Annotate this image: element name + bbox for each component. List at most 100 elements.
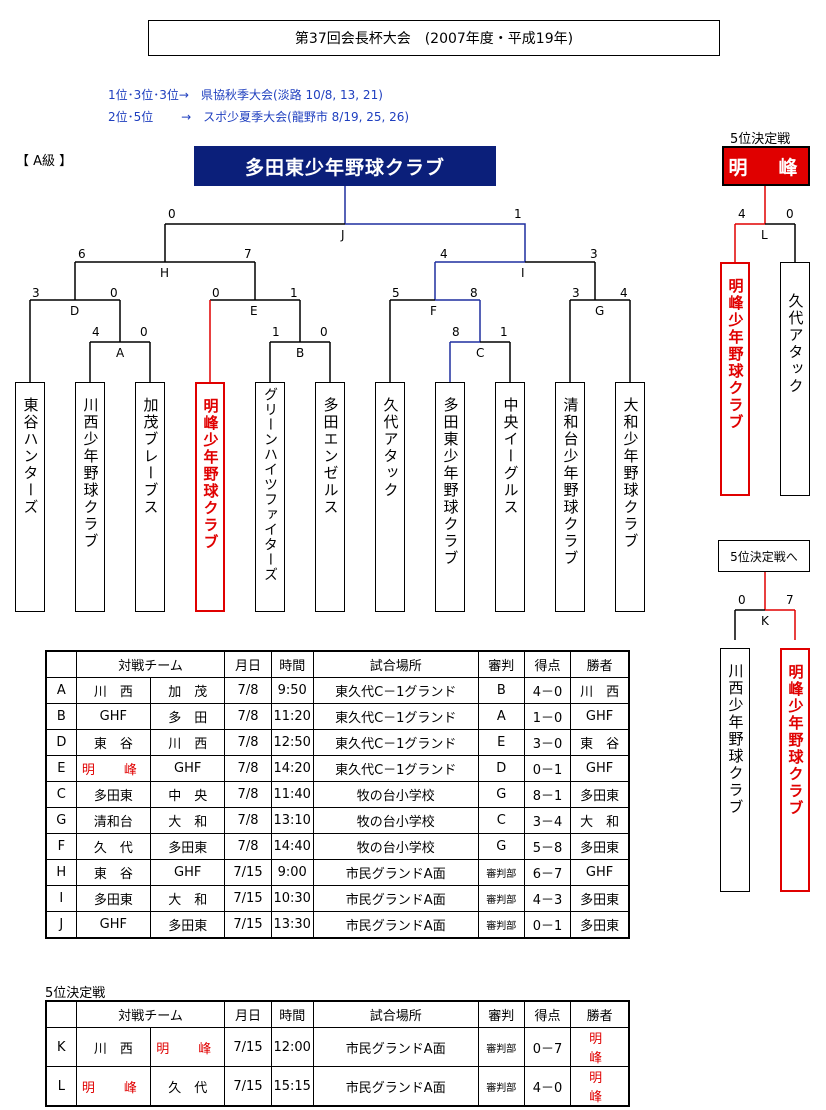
- match-id-cell: B: [45, 703, 77, 730]
- umpire-cell: D: [477, 755, 525, 782]
- score-cell: 4－3: [523, 885, 572, 912]
- place-cell: 東久代C－1グランド: [312, 703, 479, 730]
- place-cell: 市民グランドA面: [312, 911, 479, 939]
- score-C-left: 8: [452, 325, 460, 339]
- place-cell: 牧の台小学校: [312, 833, 479, 860]
- winner-cell: GHF: [570, 859, 630, 886]
- score-cell: 0－7: [523, 1027, 572, 1067]
- score-A-right: 0: [140, 325, 148, 339]
- winner-cell: 川 西: [570, 677, 630, 704]
- score-cell: 4－0: [523, 1066, 572, 1107]
- team1-cell: 多田東: [75, 885, 152, 912]
- score-E-left: 0: [212, 286, 220, 300]
- score-F-right: 8: [470, 286, 478, 300]
- time-cell: 11:40: [270, 781, 314, 808]
- match-label-E: E: [250, 304, 258, 318]
- score-D-left: 3: [32, 286, 40, 300]
- team2-cell: 多 田: [150, 703, 226, 730]
- umpire-cell: A: [477, 703, 525, 730]
- time-cell: 12:50: [270, 729, 314, 756]
- team-box-8: 多田東少年野球クラブ: [435, 382, 465, 612]
- fifth-place-title: 5位決定戦: [730, 132, 791, 147]
- score-cell: 0－1: [523, 911, 572, 939]
- umpire-cell: C: [477, 807, 525, 834]
- team2-cell: 久 代: [150, 1066, 226, 1107]
- score-H-left: 6: [78, 247, 86, 261]
- match-id-cell: D: [45, 729, 77, 756]
- score-cell: 3－0: [523, 729, 572, 756]
- umpire-cell: G: [477, 833, 525, 860]
- team-box-11: 大和少年野球クラブ: [615, 382, 645, 612]
- winner-cell: 大 和: [570, 807, 630, 834]
- fifth-place-winner-box: 明 峰: [722, 146, 810, 186]
- time-cell: 13:30: [270, 911, 314, 939]
- col-place: 試合場所: [312, 1000, 479, 1028]
- time-cell: 13:10: [270, 807, 314, 834]
- score-D-right: 0: [110, 286, 118, 300]
- score-A-left: 4: [92, 325, 100, 339]
- team1-cell: GHF: [75, 911, 152, 939]
- match-label-D: D: [70, 304, 80, 318]
- team1-cell: 明 峰: [75, 755, 152, 782]
- col-umpire: 審判: [477, 1000, 525, 1028]
- team-box-2: 川西少年野球クラブ: [75, 382, 105, 612]
- match-label-B: B: [296, 346, 305, 360]
- match-label-A: A: [116, 346, 125, 360]
- fifth-bottom-team-2: 明峰少年野球クラブ: [780, 648, 810, 892]
- team2-cell: 多田東: [150, 911, 226, 939]
- match-label-I: I: [521, 266, 525, 280]
- date-cell: 7/8: [224, 677, 272, 704]
- match-label-H: H: [160, 266, 170, 280]
- place-cell: 東久代C－1グランド: [312, 755, 479, 782]
- date-cell: 7/15: [224, 859, 272, 886]
- umpire-cell: G: [477, 781, 525, 808]
- date-cell: 7/8: [224, 755, 272, 782]
- bracket-lines: [29, 186, 796, 640]
- date-cell: 7/15: [224, 911, 272, 939]
- note-line-2: 2位･5位 → スポ少夏季大会(龍野市 8/19, 25, 26): [108, 110, 410, 124]
- team-name: 久代アタック: [786, 293, 805, 395]
- score-K-right: 7: [786, 593, 794, 607]
- date-cell: 7/8: [224, 729, 272, 756]
- score-B-right: 0: [320, 325, 328, 339]
- time-cell: 14:20: [270, 755, 314, 782]
- to-fifth-label: 5位決定戦へ: [718, 540, 810, 572]
- score-cell: 6－7: [523, 859, 572, 886]
- score-cell: 1－0: [523, 703, 572, 730]
- score-L-left: 4: [738, 207, 746, 221]
- winner-cell: 多田東: [570, 833, 630, 860]
- score-H-right: 7: [244, 247, 252, 261]
- match-id-cell: J: [45, 911, 77, 939]
- winner-cell: 多田東: [570, 885, 630, 912]
- umpire-cell: 審判部: [477, 911, 525, 939]
- score-cell: 3－4: [523, 807, 572, 834]
- note-line-1: 1位･3位･3位→ 県協秋季大会(淡路 10/8, 13, 21): [108, 88, 383, 102]
- umpire-cell: E: [477, 729, 525, 756]
- score-G-left: 3: [572, 286, 580, 300]
- team-name: 大和少年野球クラブ: [621, 397, 640, 550]
- score-cell: 5－8: [523, 833, 572, 860]
- team2-cell: GHF: [150, 755, 226, 782]
- page-title: 第37回会長杯大会 (2007年度・平成19年): [148, 20, 720, 56]
- place-cell: 東久代C－1グランド: [312, 677, 479, 704]
- time-cell: 14:40: [270, 833, 314, 860]
- team-name: 加茂ブレーブス: [141, 397, 160, 516]
- team1-cell: 東 谷: [75, 859, 152, 886]
- score-cell: 0－1: [523, 755, 572, 782]
- place-cell: 市民グランドA面: [312, 1027, 479, 1067]
- date-cell: 7/15: [224, 885, 272, 912]
- team1-cell: 川 西: [75, 1027, 152, 1067]
- winner-cell: 明 峰: [570, 1066, 630, 1107]
- match-id-cell: G: [45, 807, 77, 834]
- team-box-1: 東谷ハンターズ: [15, 382, 45, 612]
- team-name: 東谷ハンターズ: [21, 397, 40, 516]
- col-time: 時間: [270, 650, 314, 678]
- team-box-4: 明峰少年野球クラブ: [195, 382, 225, 612]
